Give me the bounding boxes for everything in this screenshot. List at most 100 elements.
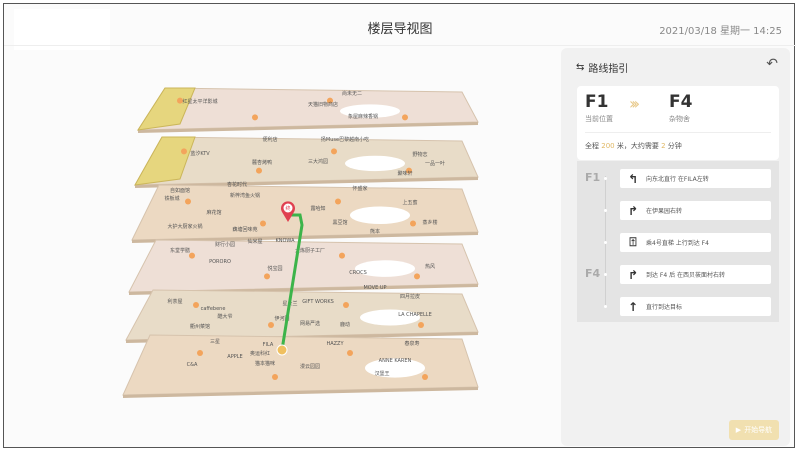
store-label[interactable]: 伊河园 bbox=[274, 315, 289, 322]
store-label[interactable]: MOVE UP bbox=[363, 285, 386, 291]
route-summary: 全程 200 米，大约需要 2 分钟 bbox=[585, 141, 682, 151]
facility-icon[interactable] bbox=[185, 198, 191, 205]
turn-left-icon: ↰ bbox=[627, 171, 639, 186]
facility-icon[interactable] bbox=[331, 148, 337, 155]
store-label[interactable]: 藕塘回味苑 bbox=[232, 226, 257, 233]
store-label[interactable]: 怀盛家 bbox=[352, 185, 367, 192]
store-label[interactable]: 杏花时代 bbox=[227, 181, 247, 188]
route-step[interactable]: ↑直行到达目标 bbox=[620, 297, 771, 316]
store-label[interactable]: 上五蜜 bbox=[402, 199, 417, 206]
store-label[interactable]: GIFT WORKS bbox=[302, 299, 334, 305]
store-label[interactable]: 奥运科红 bbox=[250, 350, 270, 357]
store-label[interactable]: 财行小园 bbox=[215, 241, 235, 248]
facility-icon[interactable] bbox=[177, 97, 183, 104]
facility-icon[interactable] bbox=[181, 148, 187, 155]
store-label[interactable]: C&A bbox=[187, 362, 198, 368]
straight-icon: ↑ bbox=[627, 299, 639, 314]
store-label[interactable]: 鹿动 bbox=[340, 321, 350, 328]
store-label[interactable]: 麓杏烤鸭 bbox=[252, 159, 272, 166]
route-header: ⇆ 路线指引 bbox=[576, 60, 628, 75]
facility-icon[interactable] bbox=[422, 374, 428, 380]
store-label[interactable]: 热风 bbox=[425, 263, 435, 270]
facility-icon[interactable] bbox=[343, 302, 349, 308]
store-label[interactable]: 新梓湾鱼火锅 bbox=[230, 192, 260, 199]
store-label[interactable]: 大护大厨家火锅 bbox=[167, 223, 202, 230]
store-label[interactable]: 蒸乡楼 bbox=[422, 219, 437, 226]
store-label[interactable]: 四月拉皮 bbox=[400, 293, 420, 300]
store-label[interactable]: 扬Muse巴黎越南小吃 bbox=[321, 136, 369, 143]
store-label[interactable]: 利茶屋 bbox=[167, 298, 182, 305]
store-label[interactable]: 酷大爷 bbox=[217, 313, 232, 320]
route-step[interactable]: ↰向东北直行 在FILA左转 bbox=[620, 169, 771, 188]
store-label[interactable]: 衢州菜馆 bbox=[190, 323, 210, 330]
store-label[interactable]: 三大鸿园 bbox=[308, 158, 328, 165]
store-label[interactable]: LA CHAPELLE bbox=[398, 312, 432, 318]
back-button[interactable]: ↶ bbox=[766, 56, 778, 72]
facility-icon[interactable] bbox=[327, 97, 333, 104]
summary-text: 全程 bbox=[585, 142, 599, 150]
start-navigation-button[interactable]: ▶ 开始导航 bbox=[729, 420, 779, 440]
store-label[interactable]: ANNE KAREN bbox=[379, 358, 412, 364]
store-label[interactable]: 大炼厨子工厂 bbox=[295, 247, 325, 254]
facility-icon[interactable] bbox=[335, 198, 341, 205]
route-step[interactable]: ↱在伊果园右转 bbox=[620, 201, 771, 220]
facility-icon[interactable] bbox=[268, 322, 274, 328]
store-label[interactable]: 麻花馆 bbox=[206, 209, 221, 216]
route-title: 路线指引 bbox=[588, 64, 629, 75]
facility-icon[interactable] bbox=[414, 273, 420, 280]
facility-icon[interactable] bbox=[410, 220, 416, 227]
route-panel: ⇆ 路线指引 ↶ F1 当前位置 ››› F4 杂物舍 全程 200 米，大约需… bbox=[561, 48, 790, 446]
step-floor: F1 bbox=[585, 171, 601, 184]
facility-icon[interactable] bbox=[256, 167, 262, 174]
store-label[interactable]: 网易严选 bbox=[300, 320, 320, 327]
cinema-ktv-zone[interactable] bbox=[134, 136, 196, 186]
store-label[interactable]: 仙米屋 bbox=[247, 238, 262, 245]
store-label[interactable]: 东堂学膳 bbox=[170, 247, 190, 254]
store-label[interactable]: KNOWA bbox=[275, 238, 295, 244]
facility-icon[interactable] bbox=[197, 350, 203, 356]
store-label[interactable]: PORORO bbox=[209, 259, 231, 265]
store-label[interactable]: 天猫旧物商店 bbox=[308, 101, 338, 108]
timeline-dot bbox=[604, 209, 607, 212]
route-step[interactable]: ⍐乘4号直梯 上行到达 F4 bbox=[620, 233, 771, 252]
store-label[interactable]: 便利店 bbox=[262, 136, 277, 143]
store-label[interactable]: CROCS bbox=[349, 270, 367, 276]
store-label[interactable]: 三星 bbox=[210, 339, 220, 345]
facility-icon[interactable] bbox=[418, 322, 424, 328]
store-label[interactable]: 悦宝园 bbox=[267, 265, 282, 272]
facility-icon[interactable] bbox=[193, 302, 199, 308]
store-label[interactable]: 露哈知 bbox=[310, 205, 325, 212]
facility-icon[interactable] bbox=[272, 374, 278, 380]
store-label[interactable]: caffebene bbox=[201, 306, 226, 312]
store-label[interactable]: 自如面馆 bbox=[170, 187, 190, 194]
facility-icon[interactable] bbox=[264, 273, 270, 280]
store-label[interactable]: 汉堡王 bbox=[374, 370, 389, 377]
store-label[interactable]: 红星太平洋影城 bbox=[182, 98, 217, 105]
store-label[interactable]: 黑豆馆 bbox=[332, 219, 347, 226]
route-steps: F1 F4 ↰向东北直行 在FILA左转↱在伊果园右转⍐乘4号直梯 上行到达 F… bbox=[577, 161, 779, 322]
store-label[interactable]: 蓝汐KTV bbox=[190, 150, 210, 157]
store-label[interactable]: APPLE bbox=[227, 354, 242, 360]
store-label[interactable]: 象屋麻辣香锅 bbox=[348, 113, 378, 120]
store-label[interactable]: 野物志 bbox=[412, 151, 427, 158]
store-label[interactable]: 春泉寿 bbox=[404, 340, 419, 347]
to-floor: F4 bbox=[669, 92, 693, 112]
store-label[interactable]: 漫云园园 bbox=[300, 363, 320, 370]
store-label[interactable]: 聚味轩 bbox=[397, 170, 412, 177]
store-label[interactable]: 一品一叶 bbox=[425, 160, 445, 167]
route-step[interactable]: ↱到达 F4 后 在西贝莜面村右转 bbox=[620, 265, 771, 284]
store-label[interactable]: 熊本 bbox=[370, 228, 380, 235]
store-label[interactable]: 猫本猫咪 bbox=[255, 360, 275, 367]
facility-icon[interactable] bbox=[347, 350, 353, 356]
facility-icon[interactable] bbox=[339, 252, 345, 259]
store-label[interactable]: FILA bbox=[263, 342, 274, 348]
facility-icon[interactable] bbox=[252, 114, 258, 121]
store-label[interactable]: 铁板城 bbox=[164, 195, 179, 202]
store-label[interactable]: 尚未无二 bbox=[342, 90, 362, 97]
facility-icon[interactable] bbox=[189, 252, 195, 259]
facility-icon[interactable] bbox=[402, 114, 408, 121]
facility-icon[interactable] bbox=[406, 167, 412, 174]
facility-icon[interactable] bbox=[260, 220, 266, 227]
store-label[interactable]: HAZZY bbox=[326, 341, 344, 347]
